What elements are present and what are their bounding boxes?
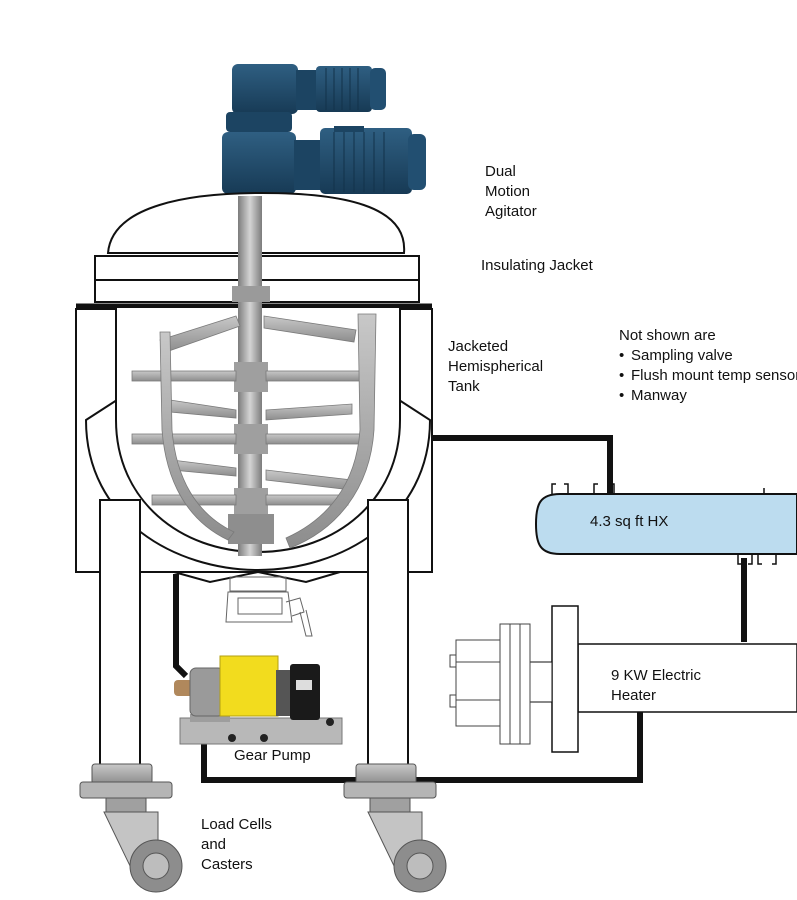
caster-left (79, 763, 183, 893)
electric-heater: 9 KW Electric Heater (449, 605, 797, 753)
tank-legs (99, 499, 409, 767)
agitator-paddles (131, 313, 377, 549)
tank-label-line: Jacketed (448, 338, 509, 355)
caster-right (343, 763, 447, 893)
agitator-motor-lower (222, 126, 426, 194)
bottom-valve (225, 576, 313, 637)
agitator-label-line: Motion (485, 183, 531, 200)
load-cells-label-line: Casters (201, 856, 253, 873)
insulating-jacket-label: Insulating Jacket (481, 256, 593, 276)
agitator-motor-upper (226, 64, 386, 132)
load-cells-label: Load Cells and Casters (201, 815, 272, 875)
agitator-label-line: Agitator (485, 203, 537, 220)
not-shown-notes: Not shown are Sampling valve Flush mount… (619, 326, 797, 406)
notes-title: Not shown are (619, 327, 716, 344)
notes-list: Sampling valve Flush mount temp sensor M… (619, 346, 797, 406)
insulating-jacket-label-text: Insulating Jacket (481, 257, 593, 274)
agitator-shaft (228, 196, 274, 556)
tank-label-line: Tank (448, 378, 480, 395)
gear-pump-label-text: Gear Pump (234, 747, 311, 764)
heat-exchanger: 4.3 sq ft HX (534, 483, 797, 565)
hx-label: 4.3 sq ft HX (590, 513, 668, 530)
tank-label-line: Hemispherical (448, 358, 544, 375)
agitator-label-line: Dual (485, 163, 516, 180)
notes-item: Flush mount temp sensor (619, 366, 797, 386)
load-cells-label-line: and (201, 836, 227, 853)
notes-item: Sampling valve (619, 346, 797, 366)
tank-label: Jacketed Hemispherical Tank (448, 337, 543, 397)
agitator-label: Dual Motion Agitator (485, 162, 537, 222)
gear-pump (174, 655, 343, 745)
gear-pump-label: Gear Pump (234, 746, 311, 766)
heater-label-line1: 9 KW Electric (611, 667, 702, 684)
load-cells-label-line: Load Cells (201, 816, 272, 833)
heater-label-line2: Heater (611, 687, 656, 704)
notes-item: Manway (619, 386, 797, 406)
